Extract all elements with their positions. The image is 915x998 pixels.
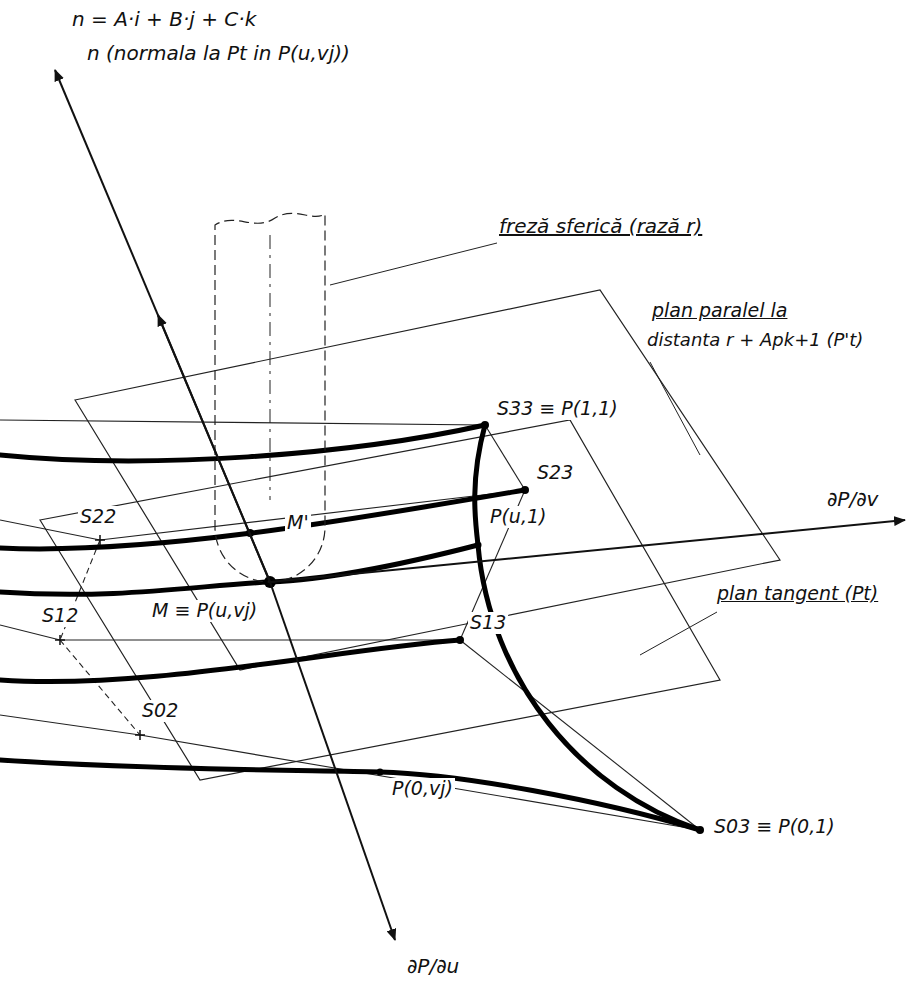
tool-axis <box>270 235 271 500</box>
diagram-label: freză sferică (rază r) <box>497 215 704 238</box>
diagram-label: P(0,vj) <box>390 778 455 800</box>
normal-mid-arrow <box>158 315 270 582</box>
control-point-marks <box>55 535 145 740</box>
diagram-label: S02 <box>140 700 180 722</box>
ball-end-mill <box>215 213 325 582</box>
diagram-label: S12 <box>40 605 80 627</box>
leader-line <box>650 362 700 455</box>
leader-line <box>640 612 717 655</box>
tangent-plane <box>40 420 720 780</box>
diagram-label: n = A·i + B·j + C·k <box>70 8 258 31</box>
diagram-label: ∂P/∂v <box>825 488 880 511</box>
diagram-label: distanta r + Apk+1 (P't) <box>645 330 865 351</box>
diagram-label: P(u,1) <box>488 506 548 528</box>
normal-vector <box>55 70 270 582</box>
diagram-label: n (normala la Pt in P(u,vj)) <box>85 42 352 65</box>
diagram-label: plan tangent (Pt) <box>715 583 880 605</box>
diagram-label: M' <box>285 512 311 534</box>
diagram-label: S13 <box>468 612 508 634</box>
diagram-label: S33 ≡ P(1,1) <box>495 398 620 420</box>
diagram-label: S22 <box>78 506 118 528</box>
leader-line <box>330 243 497 285</box>
du-vector <box>270 582 395 940</box>
diagram-label: S03 ≡ P(0,1) <box>712 816 837 838</box>
surface-curves <box>0 425 700 830</box>
diagram-label: ∂P/∂u <box>405 955 461 978</box>
diagram-label: M ≡ P(u,vj) <box>150 600 259 622</box>
surface-points <box>246 421 704 834</box>
dv-vector <box>270 520 905 582</box>
diagram-label: S23 <box>535 462 575 484</box>
control-net <box>0 420 700 830</box>
diagram-label: plan paralel la <box>650 300 789 322</box>
